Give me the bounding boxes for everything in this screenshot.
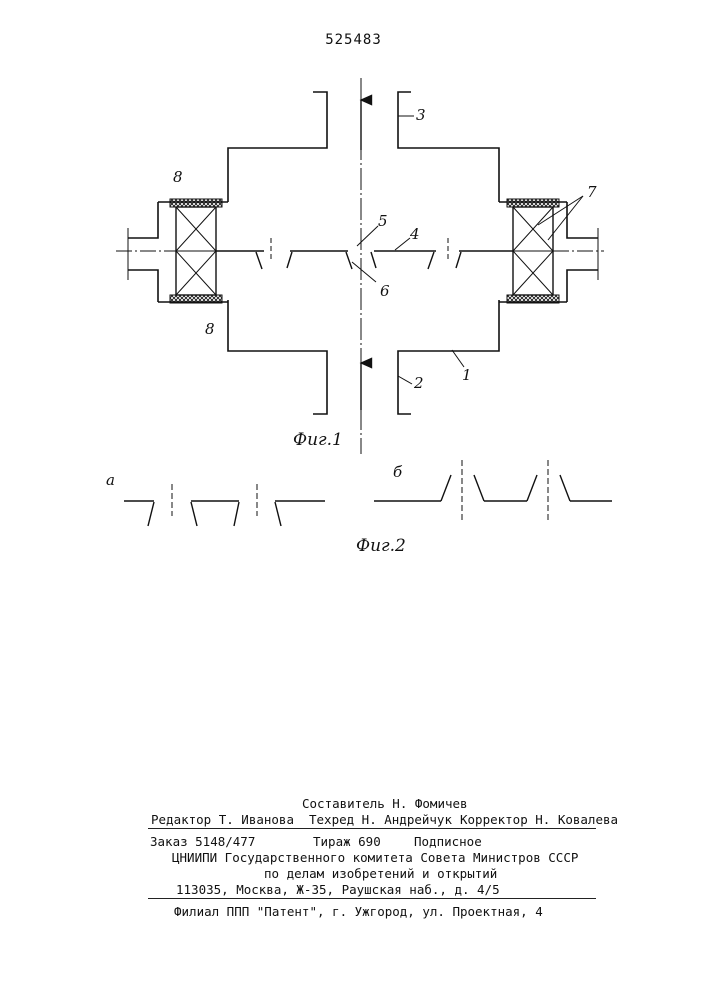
imprint-subscription: Подписное [414,834,482,849]
imprint-corrector: Корректор Н. Ковалева [460,812,618,827]
flange-left [128,202,158,302]
label-8-top: 8 [173,168,183,186]
imprint-branch: Филиал ППП "Патент", г. Ужгород, ул. Про… [174,904,543,919]
imprint-compiler: Составитель Н. Фомичев [302,796,468,811]
imprint-circulation: Тираж 690 [313,834,381,849]
housing-right [398,92,499,414]
label-4: 4 [409,225,420,243]
flange-right [567,202,598,302]
seal-left-bottom [170,295,222,303]
imprint-org-line2: по делам изобретений и открытий [264,866,497,881]
figure-2a [124,484,325,526]
figure-2b [374,460,612,520]
imprint-order: Заказ 5148/477 [150,834,255,849]
leader-6 [352,262,376,282]
seal-left-top [170,199,222,207]
leader-4 [395,238,410,250]
imprint-address: 113035, Москва, Ж-35, Раушская наб., д. … [176,882,500,897]
seal-right-bottom [507,295,559,303]
label-7: 7 [587,183,597,201]
panel-b-label: б [393,463,403,481]
figure2-caption: Фиг.2 [356,536,406,556]
panel-a-label: а [106,471,115,489]
housing-left [228,92,327,414]
figure-1 [116,78,604,454]
disc-with-slots [216,238,513,269]
figure1-caption: Фиг.1 [293,430,343,450]
seal-right-top [507,199,559,207]
imprint-techred: Техред Н. Андрейчук [309,812,452,827]
label-5: 5 [378,212,388,230]
imprint-rule-1 [148,828,596,829]
leader-5 [357,226,378,246]
label-3: 3 [416,106,426,124]
leader-1 [452,350,464,367]
imprint-org-line1: ЦНИИПИ Государственного комитета Совета … [172,850,578,865]
imprint-rule-2 [148,898,596,899]
leader-2 [398,376,412,384]
label-6: 6 [380,282,390,300]
imprint-editor: Редактор Т. Иванова [151,812,294,827]
label-1: 1 [462,366,472,384]
label-8-bottom: 8 [205,320,215,338]
label-2: 2 [413,374,424,392]
